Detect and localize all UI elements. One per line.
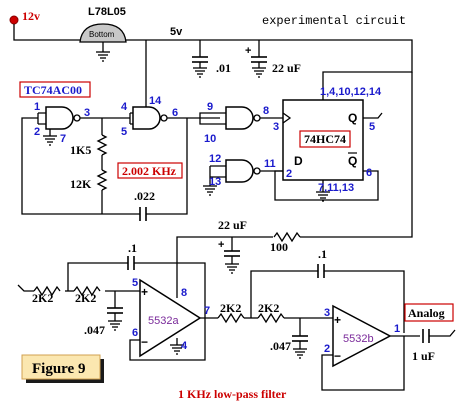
opamp-a-label: 5532a [148,315,179,327]
frequency-label: 2.002 KHz [122,164,177,178]
ff-q-pin: 5 [369,121,375,133]
ff-vcc-pins: 1,4,10,12,14 [320,86,382,98]
nand-gate-4 [202,159,283,196]
g2-pin6: 6 [172,107,178,119]
supply-label: 12v [22,9,40,23]
resistor-2k2-2 [73,285,101,297]
cap-01-label: .01 [216,61,231,75]
opamp-b-pin3: 3 [324,307,330,319]
regulator-view: Bottom [89,30,115,39]
rail-label: 5v [170,26,183,38]
figure-box [21,354,101,380]
opamp-a-pin8: 8 [181,287,187,299]
g2-pin14: 14 [149,95,162,107]
opamp-b-label: 5532b [343,333,374,345]
cap-01 [192,40,208,78]
opamp-a-minus: − [141,335,148,349]
resistor-1k5 [96,134,108,156]
r-100-label: 100 [270,240,288,254]
flipflop-box [299,130,351,148]
regulator-name: L78L05 [88,6,126,18]
analog-label: Analog [408,306,445,320]
opamp-a [129,262,218,361]
r-1k5-label: 1K5 [70,143,91,157]
ff-qbar-pin: 6 [366,167,372,179]
opamp-b-pin1: 1 [394,323,400,335]
cap-022 [139,118,188,221]
resistor-100 [273,231,301,243]
g4-pin13: 13 [209,176,221,188]
cap-1-b-label: .1 [318,247,327,261]
g1-pin7: 7 [60,133,66,145]
g2-pin5: 5 [121,126,127,138]
r-2k2-1-label: 2K2 [32,291,53,305]
r-12k-label: 12K [70,177,92,191]
svg-text:+: + [245,45,251,57]
svg-text:+: + [218,239,224,251]
g1-pin3: 3 [84,107,90,119]
regulator [79,23,127,62]
cap-022-label: .022 [134,189,155,203]
g3-pin9: 9 [207,101,213,113]
r-2k2-2-label: 2K2 [75,291,96,305]
opamp-a-pin5: 5 [132,277,138,289]
g1-pin1: 1 [34,101,40,113]
nand-gate-1 [37,106,81,146]
ff-d-pin: 2 [286,168,292,180]
r-2k2-4-label: 2K2 [258,301,279,315]
g2-pin4: 4 [121,101,128,113]
opamp-a-pin4: 4 [181,340,188,352]
cap-1uf [422,329,456,343]
opamp-b [321,304,420,391]
g4-pin12: 12 [209,153,221,165]
opamp-a-pin6: 6 [132,327,138,339]
opamp-b-pin2: 2 [324,343,330,355]
cap-1uf-label: 1 uF [412,349,435,363]
opamp-a-plus: + [141,285,148,299]
ff-d-label: D [294,154,303,168]
g4-pin11: 11 [264,158,276,170]
nand-gate-2 [129,40,168,130]
g3-pin10: 10 [204,133,216,145]
g3-pin8: 8 [263,105,269,117]
cap-22uf-top: + [245,40,267,78]
ff-qbar-label: Q [348,154,357,168]
nand-gate-3 [225,106,283,130]
opamp-b-plus: + [334,313,341,327]
ff-gnd-pins: 7,11,13 [318,182,354,194]
cap-22uf-top-label: 22 uF [272,61,301,75]
supply-terminal [9,15,19,25]
ff-clk-pin: 3 [273,121,279,133]
ff-q-label: Q [348,111,357,125]
supply-rail [9,15,413,73]
cap-047-b-label: .047 [270,339,291,353]
analog-box [404,303,454,322]
resistor-2k2-3 [217,312,245,324]
gate-ic-box [19,81,91,98]
r-2k2-3-label: 2K2 [220,301,241,315]
gate-ic-label: TC74AC00 [24,83,82,97]
opamp-b-minus: − [334,349,341,363]
cap-22uf-mid: + [218,237,240,274]
cap-1-a-label: .1 [128,241,137,255]
circuit-title: experimental circuit [262,14,406,28]
resistor-2k2-4 [257,312,285,324]
figure-label: Figure 9 [32,361,85,377]
filter-caption: 1 KHz low-pass filter [178,387,287,401]
frequency-box [117,162,183,179]
cap-047-a-label: .047 [84,323,105,337]
flipflop-label: 74HC74 [304,132,346,146]
cap-22uf-mid-label: 22 uF [218,218,247,232]
g1-pin2: 2 [34,126,40,138]
resistor-2k2-1 [33,285,61,297]
resistor-12k [96,169,108,191]
opamp-a-pin7: 7 [204,305,210,317]
